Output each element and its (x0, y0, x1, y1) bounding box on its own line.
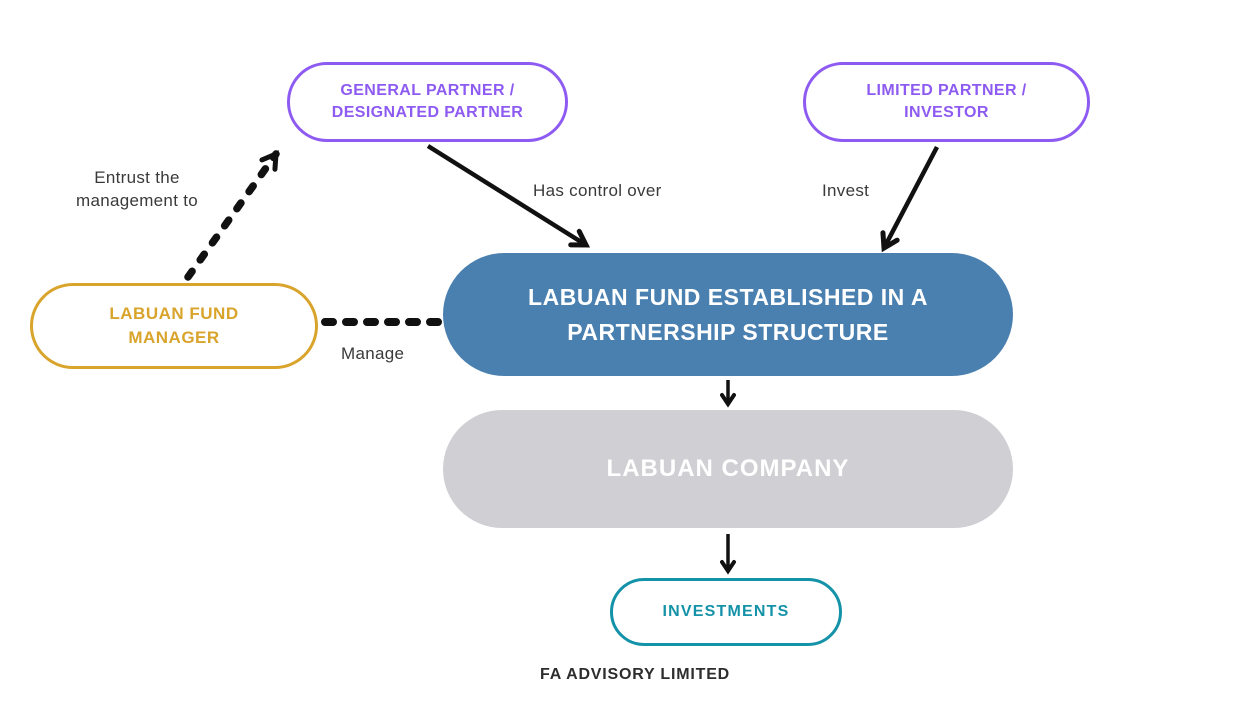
node-labuan-fund-partnership: LABUAN FUND ESTABLISHED IN A PARTNERSHIP… (443, 253, 1013, 376)
node-investments: INVESTMENTS (610, 578, 842, 646)
node-general-partner: GENERAL PARTNER / DESIGNATED PARTNER (287, 62, 568, 142)
edge-label-has-control-over: Has control over (533, 181, 662, 200)
edge-entrust-dashed-arrow (184, 150, 280, 281)
footer-brand-text: FA ADVISORY LIMITED (540, 666, 731, 683)
node-limited-partner: LIMITED PARTNER / INVESTOR (803, 62, 1090, 142)
edge-has-control-arrow (426, 144, 591, 248)
node-labuan-fund-manager: LABUAN FUND MANAGER (30, 283, 318, 369)
node-labuan-company: LABUAN COMPANY (443, 410, 1013, 528)
edge-label-manage: Manage (341, 344, 405, 363)
edge-label-entrust-management: Entrust the management to (75, 168, 199, 210)
edge-invest-arrow (880, 145, 939, 253)
edge-label-invest: Invest (822, 181, 870, 200)
